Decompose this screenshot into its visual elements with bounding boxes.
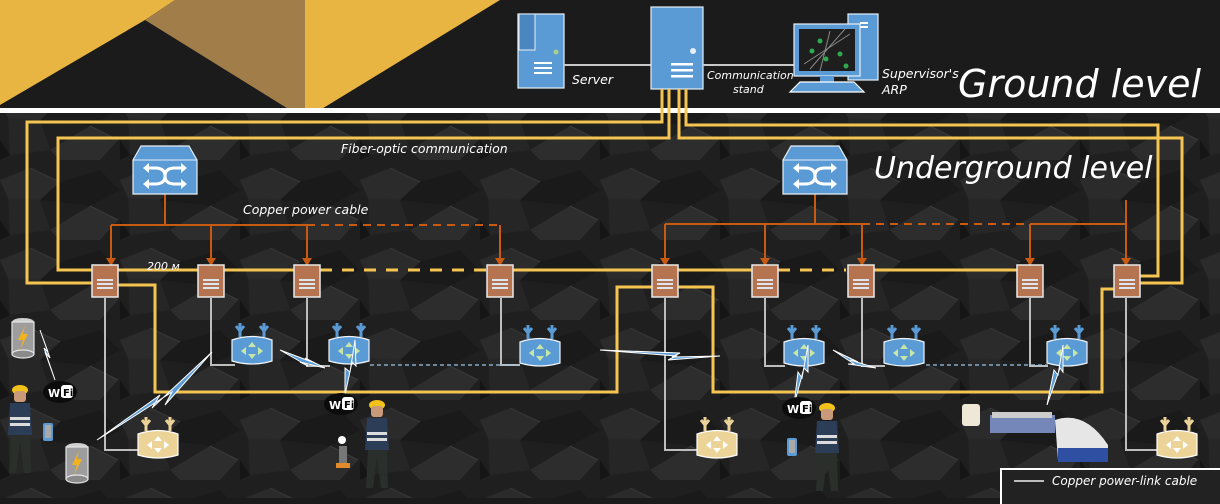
wifi-badge-icon bbox=[782, 397, 816, 419]
communication-stand-icon[interactable] bbox=[650, 6, 704, 90]
lamp-tag-icon bbox=[336, 436, 350, 468]
wireless-signal-icons bbox=[39, 329, 1064, 441]
ground-link bbox=[564, 64, 652, 66]
copper-arrowheads bbox=[106, 258, 1131, 266]
ground-link bbox=[703, 64, 797, 66]
fiber-optic-label: Fiber-optic communication bbox=[341, 141, 508, 156]
wifi-badge-icon bbox=[324, 393, 358, 415]
junction-node-icon[interactable] bbox=[847, 264, 875, 298]
server-icon[interactable] bbox=[517, 13, 565, 89]
junction-node-icon[interactable] bbox=[486, 264, 514, 298]
legend-copper-link-swatch bbox=[1014, 480, 1044, 482]
junction-node-icon[interactable] bbox=[751, 264, 779, 298]
wifi-badge-icon bbox=[43, 381, 77, 403]
mobile-phone-icon bbox=[43, 423, 53, 441]
communication-stand-label-line1: Communication bbox=[707, 69, 794, 82]
battery-icon bbox=[65, 442, 89, 484]
legend: Copper power-link cable bbox=[1000, 468, 1220, 504]
supervisor-arp-label-line2: ARP bbox=[882, 82, 907, 97]
underground-switch-right-icon[interactable] bbox=[781, 144, 849, 196]
mining-machine-icon bbox=[962, 404, 1108, 462]
junction-node-icon[interactable] bbox=[1113, 264, 1141, 298]
junction-node-icon[interactable] bbox=[651, 264, 679, 298]
underground-switch-left-icon[interactable] bbox=[131, 144, 199, 196]
banner-decoration bbox=[0, 0, 500, 110]
fiber-optic-cables bbox=[25, 89, 1184, 394]
junction-node-icon[interactable] bbox=[1016, 264, 1044, 298]
underground-level-title: Underground level bbox=[874, 151, 1153, 186]
distance-label: 200 м bbox=[147, 260, 180, 273]
copper-power-cables bbox=[110, 194, 1127, 262]
junction-node-icon[interactable] bbox=[91, 264, 119, 298]
ground-level-title: Ground level bbox=[958, 62, 1202, 106]
underground-rock-background bbox=[0, 113, 1220, 498]
supervisor-arp-label-line1: Supervisor's bbox=[882, 66, 959, 81]
legend-copper-link-label: Copper power-link cable bbox=[1052, 474, 1198, 488]
junction-node-icon[interactable] bbox=[293, 264, 321, 298]
copper-power-cable-label: Copper power cable bbox=[243, 202, 369, 217]
ground-separator bbox=[0, 108, 1220, 113]
server-label: Server bbox=[572, 72, 613, 87]
communication-stand-label-line2: stand bbox=[733, 83, 764, 96]
battery-icon bbox=[11, 317, 35, 359]
mobile-phone-icon bbox=[787, 438, 797, 456]
junction-node-icon[interactable] bbox=[197, 264, 225, 298]
supervisor-workstation-icon[interactable] bbox=[788, 13, 879, 93]
